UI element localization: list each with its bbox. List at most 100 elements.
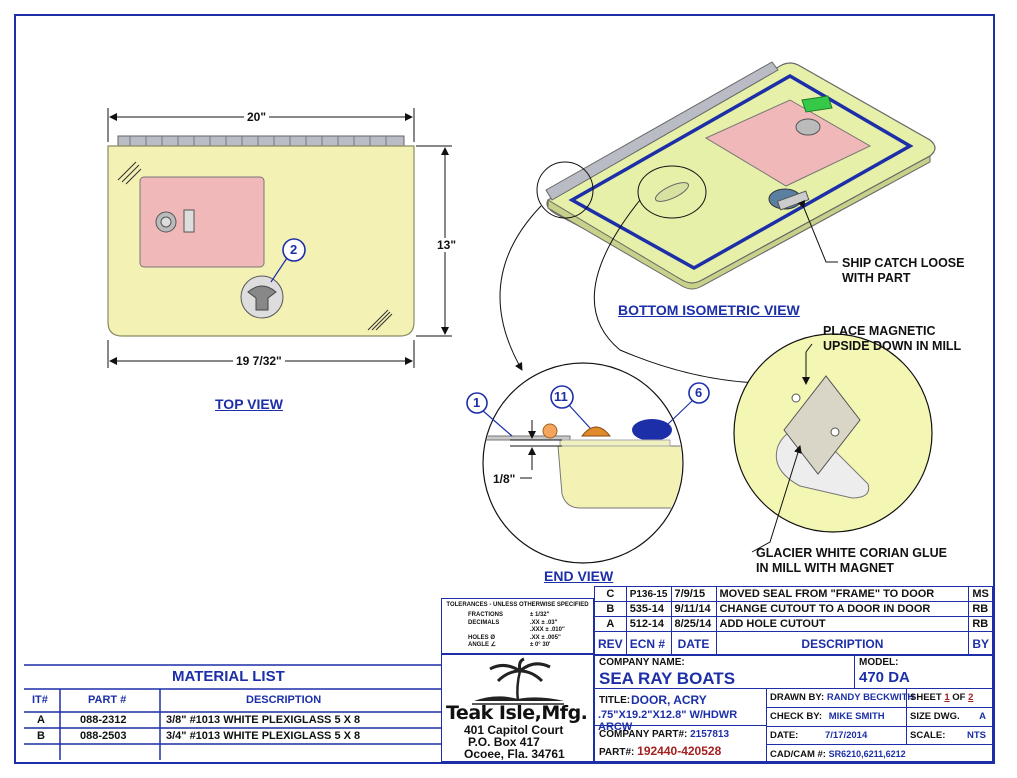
model-value: 470 DA <box>859 669 910 686</box>
check-value: MIKE SMITH <box>828 711 885 722</box>
top-view-latch <box>155 209 195 233</box>
tol-label: HOLES Ø <box>468 634 496 641</box>
iso-seal <box>568 73 914 271</box>
slot-detail <box>733 333 933 553</box>
end-view-detail <box>466 362 710 564</box>
balloon-11 <box>550 385 574 409</box>
dim-height: 13" <box>434 238 460 252</box>
scale-value: NTS <box>967 730 986 741</box>
title-label: TITLE: <box>599 695 631 706</box>
tol-value: .XX ± .03" <box>530 619 558 626</box>
palm-tree-logo <box>472 657 564 705</box>
cad: CAD/CAM #: SR6210,6211,6212 <box>770 749 906 760</box>
date-row: DATE: 7/17/2014 SCALE:NTS <box>767 727 992 745</box>
tol-label: ANGLE ∠ <box>468 642 497 648</box>
address-line: Ocoee, Fla. 34761 <box>464 747 565 761</box>
balloon-2-label: 2 <box>290 242 298 257</box>
company-part-value: 2157813 <box>690 729 730 740</box>
tol-value: ± 0° 30' <box>530 642 551 648</box>
company-name-value: SEA RAY BOATS <box>599 669 736 688</box>
dim-width-top: 20" <box>244 110 270 124</box>
part-value: 192440-420528 <box>637 744 722 758</box>
slot-view-connector <box>593 199 759 387</box>
iso-panel <box>546 62 936 284</box>
revision-row: B 535-14 9/11/14 CHANGE CUTOUT TO A DOOR… <box>594 601 993 617</box>
ecn-cell: P136-15 <box>625 586 672 602</box>
company-part-row: COMPANY PART#: 2157813 <box>599 729 729 740</box>
date-cell: 9/11/14 <box>670 601 717 617</box>
title-block: COMPANY NAME: SEA RAY BOATS MODEL: 470 D… <box>594 654 993 762</box>
material-header-desc: DESCRIPTION <box>246 694 322 706</box>
check-row: CHECK BY: MIKE SMITH SIZE DWG. A <box>767 708 992 727</box>
drawn-by: DRAWN BY: RANDY BECKWITH <box>770 692 914 703</box>
tol-value: ± 1/32" <box>530 612 550 618</box>
size-label: SIZE DWG. <box>910 711 960 722</box>
material-row-desc: 3/4" #1013 WHITE PLEXIGLASS 5 X 8 <box>166 730 361 742</box>
desc-cell: ADD HOLE CUTOUT <box>715 616 970 632</box>
drawn-row: DRAWN BY: RANDY BECKWITH SHEET 1 OF 2 <box>767 689 992 708</box>
tolerances-values: ± 1/32" .XX ± .03" .XXX ± .010" .XX ± .0… <box>530 612 565 650</box>
desc-cell: MOVED SEAL FROM "FRAME" TO DOOR <box>715 586 970 602</box>
note-glacier: GLACIER WHITE CORIAN GLUE IN MILL WITH M… <box>756 546 947 575</box>
company-block: Teak Isle,Mfg. 401 Capitol Court P.O. Bo… <box>441 654 594 762</box>
title-value: DOOR, ACRY <box>631 693 707 707</box>
date-cell: 8/25/14 <box>670 616 717 632</box>
glacier-leader <box>751 445 802 553</box>
material-list-grid <box>24 664 441 760</box>
end-view-dimension <box>510 420 562 479</box>
size-value: A <box>979 711 986 722</box>
drawn-label: DRAWN BY: <box>770 692 825 703</box>
date-cell: 7/9/15 <box>670 586 717 602</box>
cad-row: CAD/CAM #: SR6210,6211,6212 <box>767 745 992 763</box>
by-cell: RB <box>968 601 993 617</box>
address-line: 401 Capitol Court <box>464 723 564 737</box>
tolerances-labels: FRACTIONS DECIMALS HOLES Ø ANGLE ∠ <box>468 612 503 650</box>
model-label: MODEL: <box>859 657 899 668</box>
part-cell: COMPANY PART#: 2157813 PART#: 192440-420… <box>595 726 767 761</box>
revision-header-row: REV ECN # DATE DESCRIPTION BY <box>594 631 993 656</box>
company-name-cell: COMPANY NAME: SEA RAY BOATS <box>595 655 855 689</box>
iso-view-title: BOTTOM ISOMETRIC VIEW <box>618 302 800 318</box>
balloon-1-label: 1 <box>473 395 481 410</box>
check-by: CHECK BY: MIKE SMITH <box>770 711 885 722</box>
top-view <box>107 108 452 368</box>
material-row-it: A <box>37 714 45 726</box>
iso-hinge <box>545 61 779 201</box>
material-header-it: IT# <box>32 694 48 706</box>
material-row-desc: 3/8" #1013 WHITE PLEXIGLASS 5 X 8 <box>166 714 361 726</box>
iso-latch <box>795 95 833 136</box>
company-part-label: COMPANY PART#: <box>599 729 688 740</box>
top-view-hinge-knuckles <box>129 136 387 147</box>
material-row-part: 088-2312 <box>80 714 127 726</box>
date-value: 7/17/2014 <box>824 730 868 741</box>
material-header-part: PART # <box>88 694 127 706</box>
ecn-header: ECN # <box>625 631 672 656</box>
company-address: 401 Capitol Court P.O. Box 417 Ocoee, Fl… <box>464 724 565 760</box>
rev-cell: A <box>594 616 627 632</box>
sign-grid: DRAWN BY: RANDY BECKWITH SHEET 1 OF 2 CH… <box>767 689 992 763</box>
tol-label: DECIMALS <box>468 619 500 626</box>
iso-small-door <box>704 99 872 187</box>
note-magnetic: PLACE MAGNETIC UPSIDE DOWN IN MILL <box>823 324 962 353</box>
company-name-label: COMPANY NAME: <box>599 657 685 668</box>
rev-cell: C <box>594 586 627 602</box>
top-view-hinge <box>117 135 405 148</box>
iso-panel-edge <box>547 155 931 290</box>
dim-edge: 1/8" <box>490 472 519 486</box>
ecn-cell: 535-14 <box>625 601 672 617</box>
tol-label: FRACTIONS <box>468 612 503 618</box>
part-row: PART#: 192440-420528 <box>599 744 721 758</box>
iso-cutout-slot <box>654 182 690 202</box>
material-row-it: B <box>37 730 45 742</box>
tol-value: .XX ± .005" <box>530 634 561 641</box>
drawn-value: RANDY BECKWITH <box>826 692 915 703</box>
iso-ship-catch <box>768 188 810 211</box>
sheet-total: 2 <box>968 692 974 703</box>
by-cell: MS <box>968 586 993 602</box>
desc-header: DESCRIPTION <box>715 631 970 656</box>
tol-value: .XXX ± .010" <box>530 627 565 633</box>
sheet-num: 1 <box>944 692 950 703</box>
top-view-finger-pull <box>240 275 284 319</box>
iso-detail-circle <box>536 161 594 219</box>
